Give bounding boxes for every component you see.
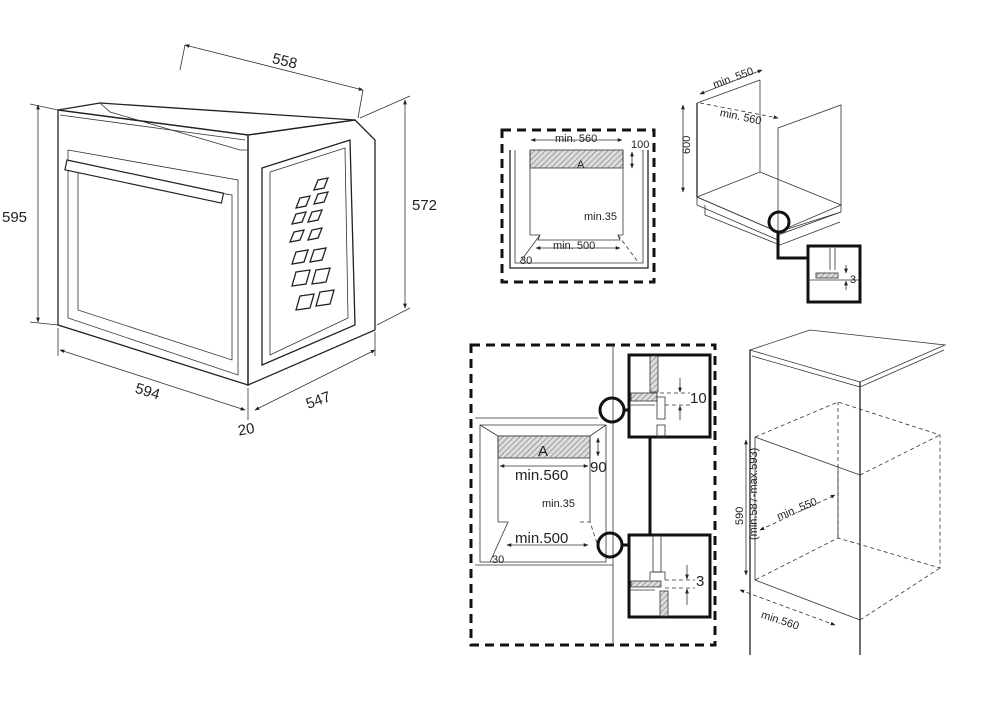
dim-height-side: 572 — [412, 197, 437, 214]
column-cabinet: 590 (min.587-max.593) min. 550 min.560 — [734, 329, 947, 655]
dim-door-offset: 20 — [237, 420, 256, 440]
oven-side-face — [247, 119, 376, 386]
uc-plan-vent-height: 100 — [631, 139, 649, 151]
col-plan-side: 30 — [492, 554, 504, 566]
col-detail-inset-top — [627, 353, 712, 439]
uc-detail-callout — [767, 210, 791, 234]
under-counter-cabinet: min. 550 min. 560 600 3 — [681, 65, 862, 304]
uc-plan-side: 30 — [520, 255, 532, 267]
uc-cab-min-width: min. 560 — [719, 107, 763, 128]
col-cab-height-range: (min.587-max.593) — [748, 448, 760, 540]
col-detail-callout-bottom — [596, 531, 624, 559]
col-cab-min-depth: min. 550 — [775, 496, 819, 523]
oven-door-handle — [64, 159, 225, 204]
col-plan-vent-height: 90 — [590, 459, 607, 476]
col-detail-inset-bottom — [627, 533, 712, 619]
col-detail-top-gap: 10 — [690, 390, 707, 407]
dim-height-front: 595 — [2, 209, 27, 226]
dim-width-front: 594 — [133, 380, 162, 404]
oven-top-face — [57, 102, 356, 136]
oven-drawing: 558 595 572 594 547 20 — [2, 44, 437, 440]
uc-cab-height: 600 — [681, 136, 693, 154]
control-panel-keys — [288, 177, 335, 311]
dim-width-top: 558 — [270, 50, 298, 73]
dim-depth-side: 547 — [304, 388, 333, 413]
uc-plan-min-width: min. 560 — [555, 133, 597, 145]
uc-detail-inset — [806, 244, 862, 304]
uc-cab-min-depth: min. 550 — [711, 65, 755, 91]
under-counter-plan: min. 560 100 A min.35 min. 500 30 — [500, 128, 656, 284]
uc-plan-min-bottom: min. 500 — [553, 240, 595, 252]
col-detail-bottom-gap: 3 — [696, 573, 704, 590]
column-plan: A 90 min.560 min.35 min.500 30 10 — [469, 343, 717, 647]
uc-plan-area-label: A — [577, 159, 585, 171]
col-plan-min-bottom: min.500 — [515, 530, 568, 547]
uc-detail-gap: 3 — [850, 274, 856, 286]
col-plan-min-width: min.560 — [515, 467, 568, 484]
col-cab-min-width: min.560 — [760, 609, 801, 633]
col-plan-area-label: A — [538, 443, 548, 460]
uc-plan-min-gap: min.35 — [584, 211, 617, 223]
col-plan-min-gap: min.35 — [542, 498, 575, 510]
oven-control-panel — [261, 139, 356, 366]
oven-front-face — [57, 109, 249, 386]
col-cab-height: 590 — [734, 507, 746, 525]
col-detail-callout-top — [598, 396, 626, 424]
